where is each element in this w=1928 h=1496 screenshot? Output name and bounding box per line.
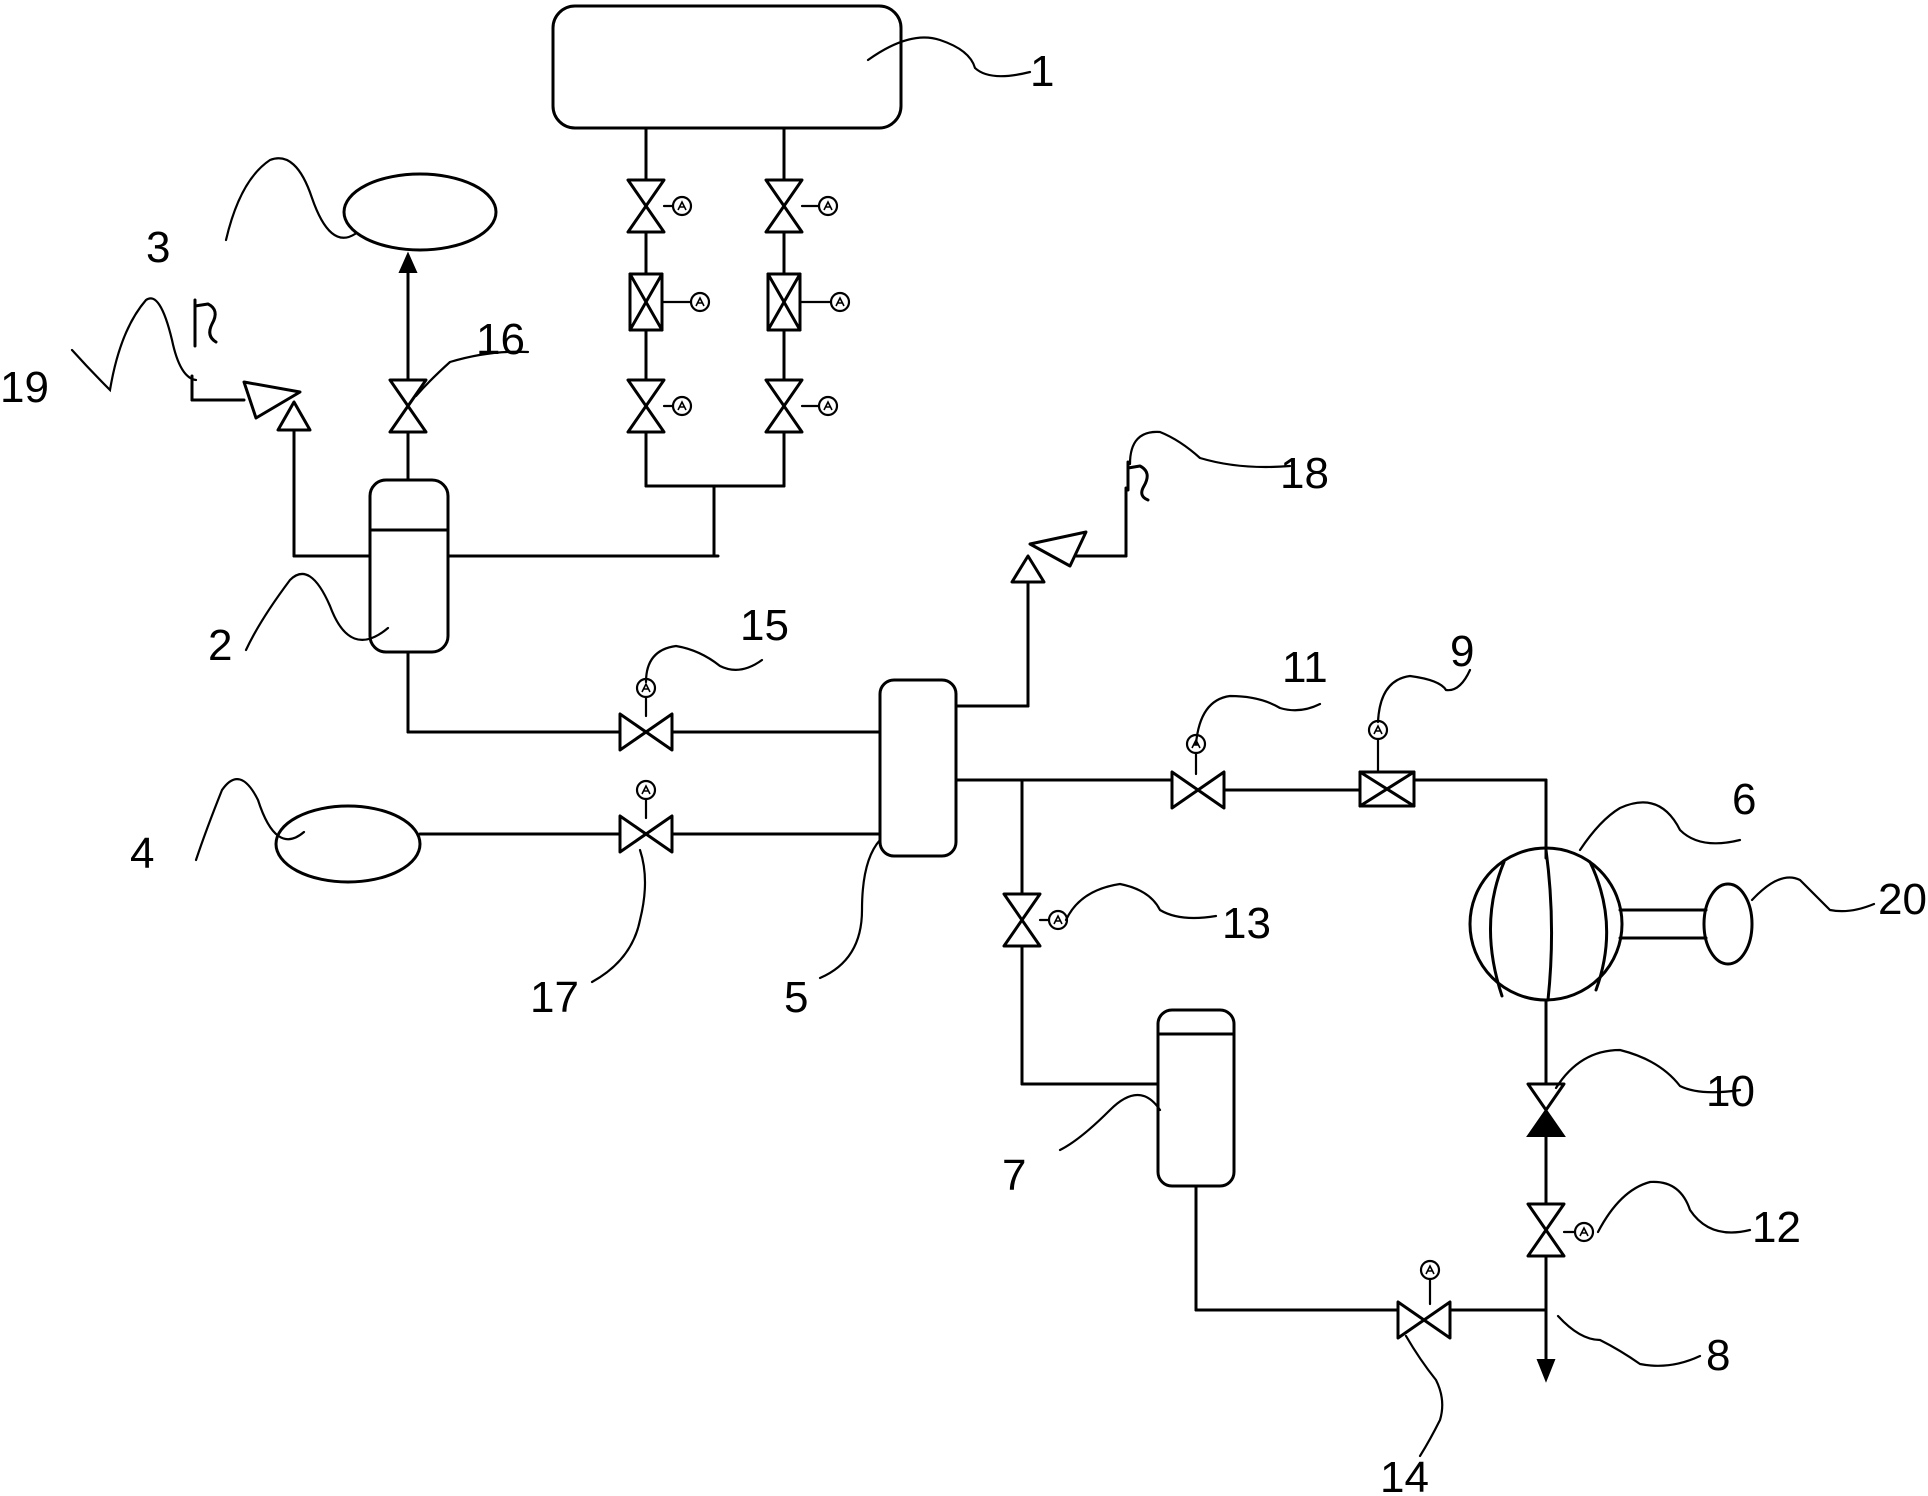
label-9: 9 — [1450, 627, 1474, 676]
label-4: 4 — [130, 829, 154, 878]
vessel-4 — [274, 804, 422, 884]
valve-chain-left — [626, 126, 711, 488]
label-6: 6 — [1732, 775, 1756, 824]
valve-chain-right — [764, 126, 851, 488]
motor-20 — [1702, 882, 1754, 966]
label-15: 15 — [740, 601, 789, 650]
label-16: 16 — [476, 315, 525, 364]
vessel-7 — [1156, 1008, 1236, 1188]
leader-lines — [70, 36, 1876, 1458]
vessel-3 — [342, 172, 498, 252]
vessel-5 — [878, 678, 958, 858]
label-10: 10 — [1706, 1067, 1755, 1116]
vessel-2 — [368, 478, 450, 654]
label-11: 11 — [1282, 643, 1328, 692]
label-7: 7 — [1002, 1151, 1026, 1200]
label-12: 12 — [1752, 1203, 1801, 1252]
label-20: 20 — [1878, 875, 1927, 924]
label-18: 18 — [1280, 449, 1329, 498]
label-13: 13 — [1222, 899, 1271, 948]
label-17: 17 — [530, 973, 579, 1022]
label-3: 3 — [146, 223, 170, 272]
label-19: 19 — [0, 363, 49, 412]
label-5: 5 — [784, 973, 808, 1022]
label-14: 14 — [1380, 1453, 1429, 1496]
label-8: 8 — [1706, 1331, 1730, 1380]
tank-1 — [551, 4, 903, 130]
label-1: 1 — [1030, 47, 1054, 96]
label-2: 2 — [208, 621, 232, 670]
